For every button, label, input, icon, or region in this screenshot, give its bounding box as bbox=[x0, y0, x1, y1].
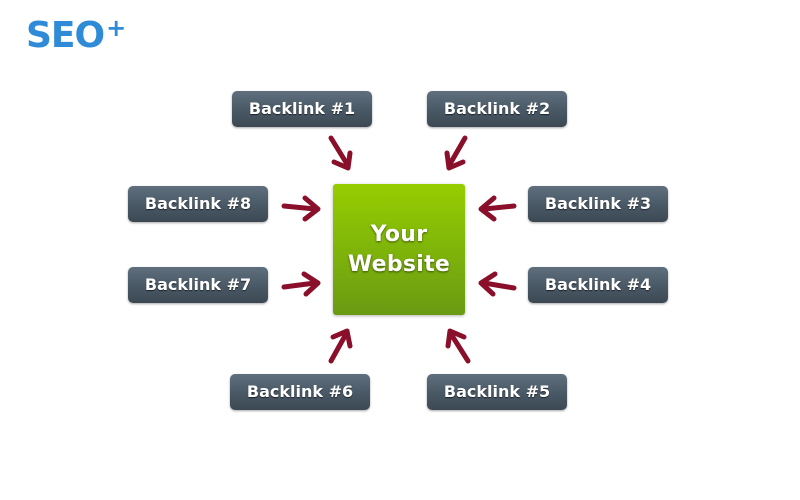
arrow-icon bbox=[445, 328, 471, 364]
arrow-icon bbox=[328, 135, 353, 171]
backlink-box-2: Backlink #2 bbox=[427, 91, 567, 127]
logo-text: SEO bbox=[26, 15, 105, 56]
backlink-box-7: Backlink #7 bbox=[128, 267, 268, 303]
arrow-icon bbox=[281, 271, 321, 297]
backlink-box-3: Backlink #3 bbox=[528, 186, 668, 222]
center-label-line-1: Your bbox=[370, 221, 428, 247]
arrow-icon bbox=[478, 271, 517, 297]
arrow-icon bbox=[281, 195, 321, 222]
your-website-box: Your Website bbox=[333, 184, 465, 315]
backlink-box-4: Backlink #4 bbox=[528, 267, 668, 303]
backlink-box-5: Backlink #5 bbox=[427, 374, 567, 410]
arrow-icon bbox=[478, 195, 517, 222]
backlink-box-8: Backlink #8 bbox=[128, 186, 268, 222]
backlink-box-1: Backlink #1 bbox=[232, 91, 372, 127]
logo-plus: + bbox=[106, 14, 127, 42]
arrow-icon bbox=[328, 328, 353, 364]
seo-plus-logo: SEO + bbox=[26, 14, 126, 58]
arrow-icon bbox=[444, 135, 468, 171]
backlink-box-6: Backlink #6 bbox=[230, 374, 370, 410]
center-label-line-2: Website bbox=[347, 251, 451, 277]
